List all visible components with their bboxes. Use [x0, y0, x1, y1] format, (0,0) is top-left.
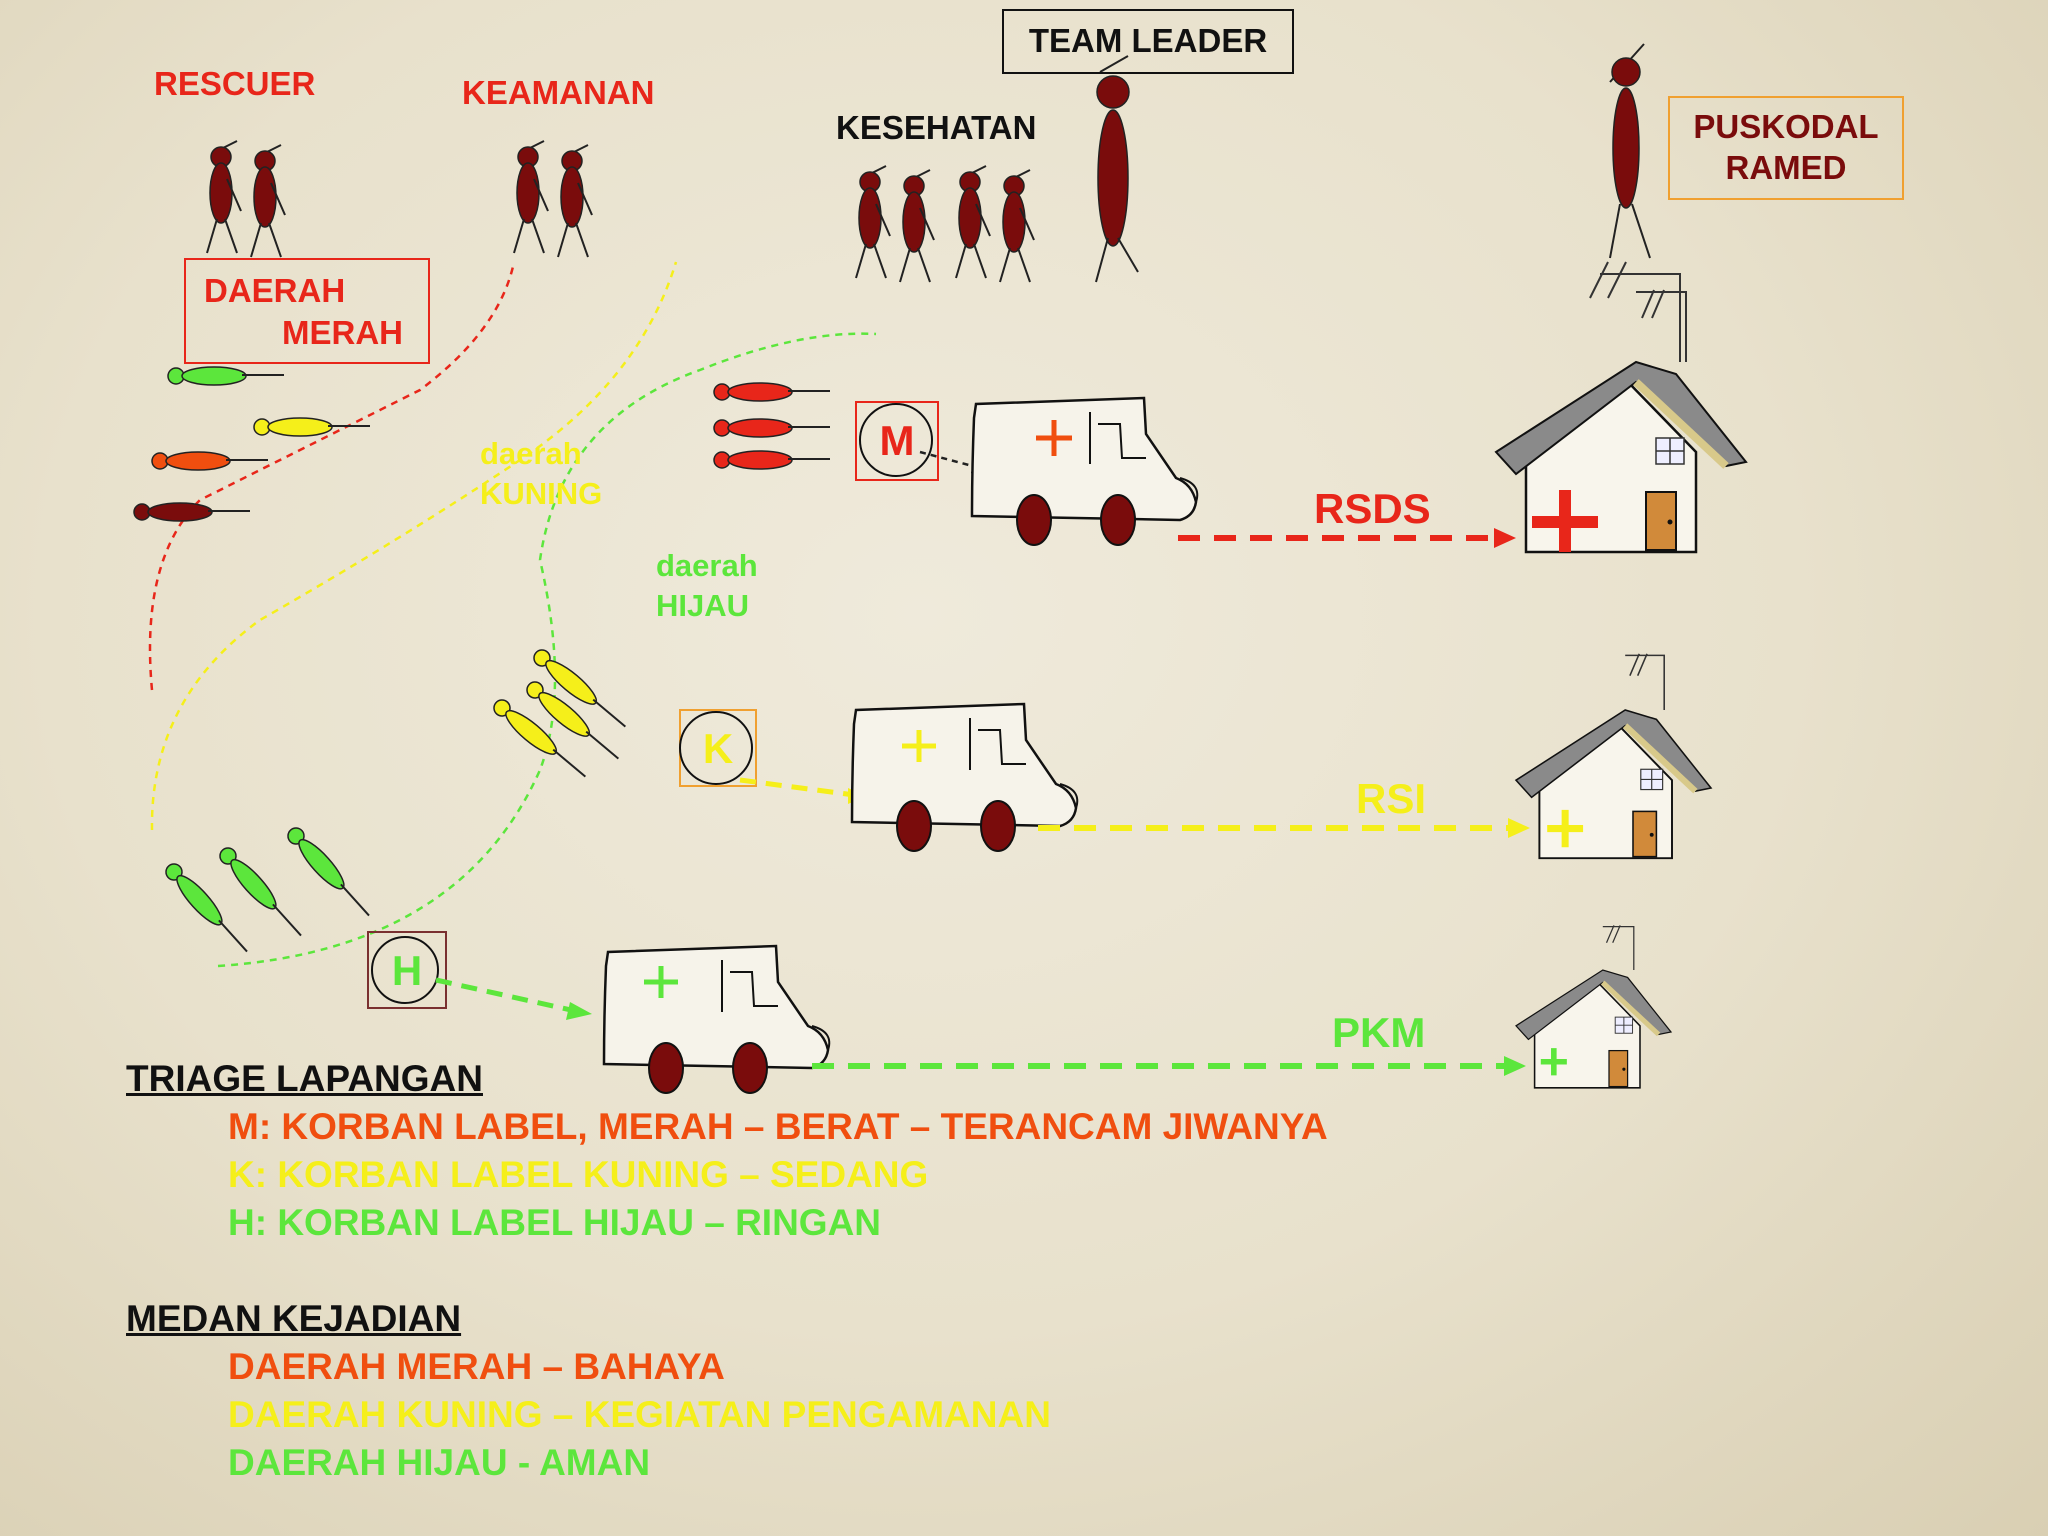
red-zone-label-2: MERAH	[282, 314, 403, 351]
triage-item-h: H: KORBAN LABEL HIJAU – RINGAN	[228, 1202, 882, 1243]
rsds-hospital	[1496, 290, 1746, 552]
team-leader-label: TEAM LEADER	[1028, 22, 1268, 59]
legend: TRIAGE LAPANGAN M: KORBAN LABEL, MERAH –…	[126, 1055, 1328, 1487]
team-leader-box	[1002, 9, 1294, 74]
arrow-h-to-ambulance	[435, 977, 581, 1015]
tag-h	[367, 931, 447, 1009]
red-zone-label-1: DAERAH	[204, 272, 346, 309]
medan-item-hijau: DAERAH HIJAU - AMAN	[228, 1442, 651, 1483]
green-zone-label-1: daerah	[656, 548, 758, 583]
tag-m	[855, 401, 939, 481]
rsi-hospital	[1516, 654, 1711, 858]
kesehatan-figures	[855, 165, 1035, 283]
yellow-zone-label-1: daerah	[480, 436, 582, 471]
arrow-k-to-ambulance	[739, 777, 863, 799]
tag-k	[679, 709, 757, 787]
keamanan-figures	[513, 140, 593, 258]
red-zone-victims	[133, 366, 371, 522]
medan-title: MEDAN KEJADIAN	[126, 1298, 462, 1339]
rsds-label: RSDS	[1314, 485, 1431, 532]
pkm-clinic	[1516, 925, 1671, 1087]
rescuer-figures	[206, 140, 286, 258]
ambulance-red	[970, 396, 1199, 547]
tag-k-letter: K	[702, 725, 734, 772]
red-zone-box	[184, 258, 430, 364]
green-zone-label-2: HIJAU	[656, 588, 750, 623]
puskodal-label-2: RAMED	[1725, 149, 1847, 186]
triage-item-m: M: KORBAN LABEL, MERAH – BERAT – TERANCA…	[228, 1106, 1328, 1147]
ambulance-green	[602, 944, 831, 1095]
m-victims	[713, 382, 831, 470]
h-victims	[160, 823, 376, 960]
rescuer-label: RESCUER	[154, 65, 316, 102]
puskodal-link	[1600, 273, 1681, 362]
green-zone-boundary	[217, 332, 877, 968]
puskodal-figure	[1609, 43, 1651, 259]
ambulance-yellow	[850, 702, 1079, 853]
yellow-zone-label-2: KUNING	[480, 476, 603, 511]
tag-h-letter: H	[391, 947, 423, 994]
keamanan-label: KEAMANAN	[462, 74, 655, 111]
tag-m-letter: M	[879, 417, 915, 464]
yellow-zone-boundary	[150, 261, 678, 831]
medan-item-merah: DAERAH MERAH – BAHAYA	[228, 1346, 725, 1387]
rsi-label: RSI	[1356, 775, 1427, 822]
puskodal-label-1: PUSKODAL	[1693, 108, 1879, 145]
triage-title: TRIAGE LAPANGAN	[126, 1058, 483, 1099]
team-leader-figure	[1095, 55, 1139, 283]
red-zone-boundary	[148, 261, 516, 691]
triage-item-k: K: KORBAN LABEL KUNING – SEDANG	[228, 1154, 929, 1195]
k-victims	[489, 644, 632, 786]
pkm-label: PKM	[1332, 1009, 1426, 1056]
kesehatan-label: KESEHATAN	[836, 109, 1037, 146]
medan-item-kuning: DAERAH KUNING – KEGIATAN PENGAMANAN	[228, 1394, 1051, 1435]
puskodal-box	[1668, 96, 1904, 200]
